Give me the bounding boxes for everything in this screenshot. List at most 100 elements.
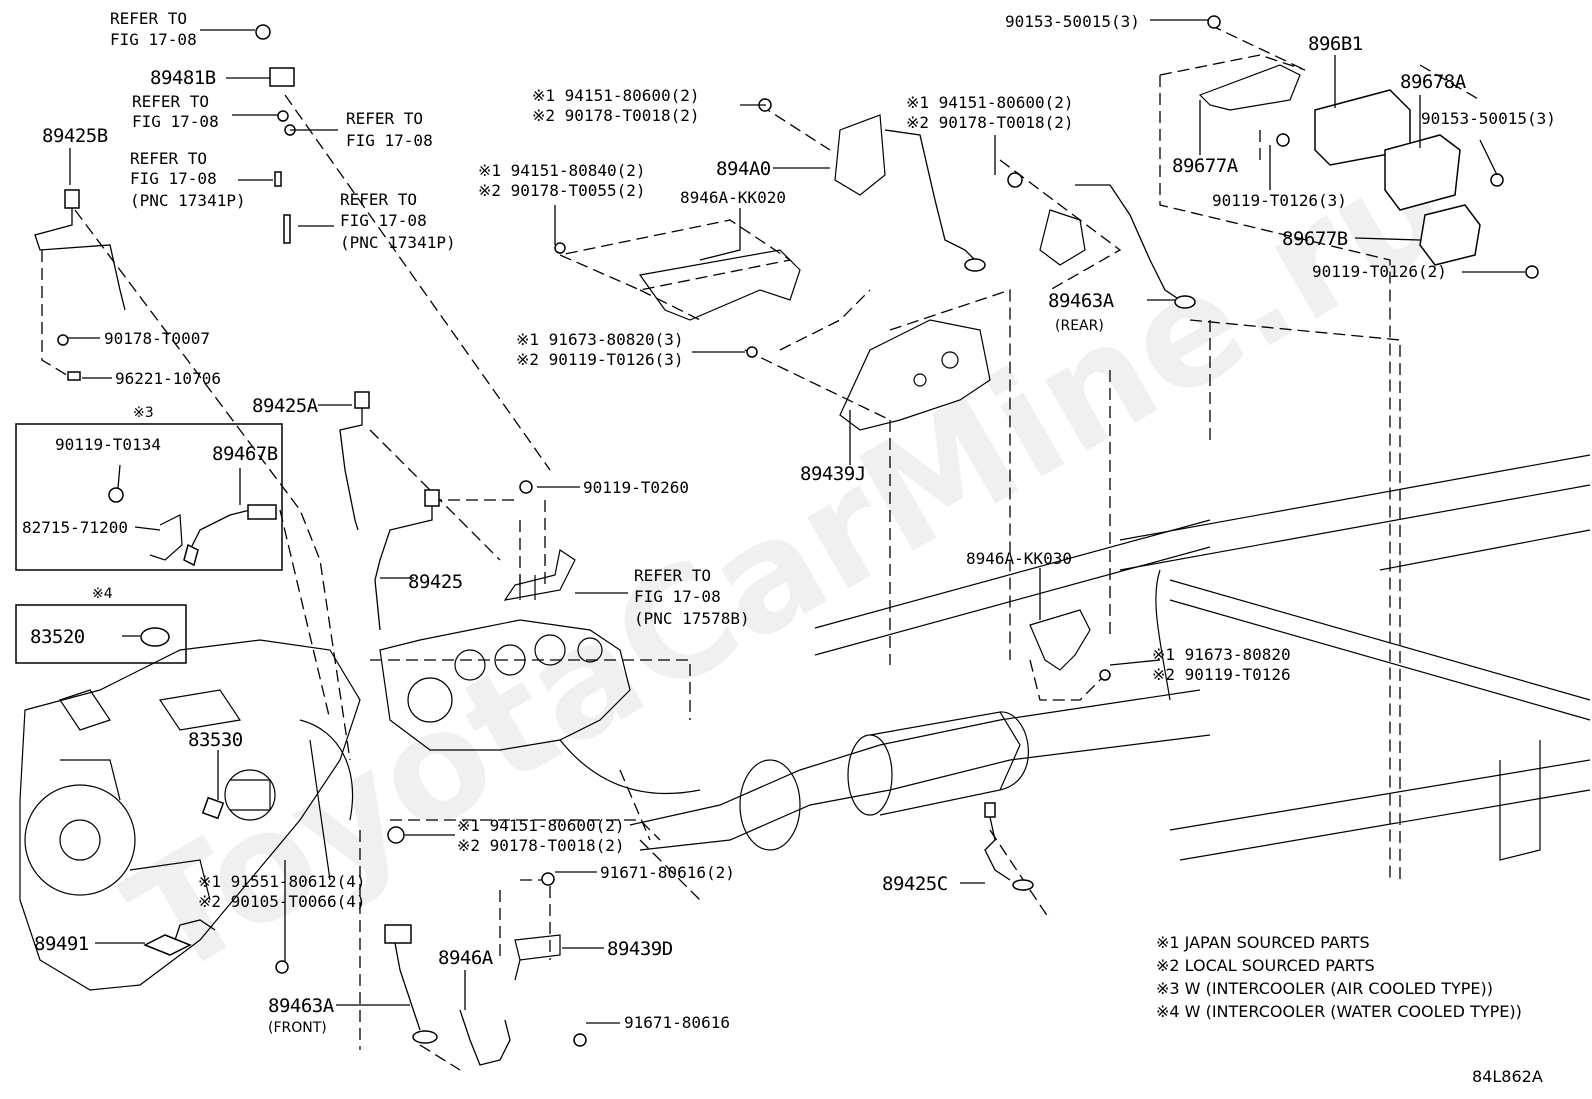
note-2: ※2 LOCAL SOURCED PARTS xyxy=(1156,956,1375,975)
sensor-89425B-icon xyxy=(64,189,80,209)
part-label-83530: 83530 xyxy=(188,729,243,751)
sourcing-pair-labels: ※1 94151-80600(2) ※2 90178-T0018(2) ※1 9… xyxy=(198,86,1291,911)
cover-89677B-icon xyxy=(1419,204,1481,266)
inset-4-tag: ※4 xyxy=(92,586,113,602)
pair-label-g2: ※2 90105-T0066(4) xyxy=(198,892,366,911)
heat-insulator-8946A-KK020-icon xyxy=(638,249,801,321)
refer-label: REFER TO xyxy=(110,9,187,28)
part-label-91671-80616-2: 91671-80616(2) xyxy=(600,863,735,882)
refer-fig-label: FIG 17-08 xyxy=(346,131,433,150)
sensor-89425-icon xyxy=(424,489,440,507)
sensor-89463A-front-icon xyxy=(384,924,412,944)
diagram-code: 84L862A xyxy=(1472,1067,1543,1086)
sensor-89425A-icon xyxy=(354,391,370,409)
part-label-894A0: 894A0 xyxy=(716,158,771,180)
refer-fig-label: FIG 17-08 xyxy=(130,169,217,188)
part-label-89425A: 89425A xyxy=(252,395,319,417)
part-label-89439D: 89439D xyxy=(607,938,673,960)
note-1: ※1 JAPAN SOURCED PARTS xyxy=(1156,933,1370,952)
sensor-83520-icon xyxy=(140,627,170,647)
refer-fig-label: FIG 17-08 xyxy=(132,112,219,131)
pair-label-c2: ※2 90178-T0055(2) xyxy=(478,181,646,200)
part-labels: 89481B 89425B 90178-T0007 96221-10706 89… xyxy=(34,12,1556,1036)
part-label-89425: 89425 xyxy=(408,571,463,593)
refer-pnc-label: (PNC 17341P) xyxy=(340,233,456,252)
part-label-89425C: 89425C xyxy=(882,873,948,895)
refer-pnc-label: (PNC 17578B) xyxy=(634,609,750,628)
pair-label-c1: ※1 94151-80840(2) xyxy=(478,161,646,180)
bracket-89439J-icon xyxy=(839,319,991,431)
pair-label-e2: ※2 90119-T0126 xyxy=(1152,665,1291,684)
part-label-8946A-KK030: 8946A-KK030 xyxy=(966,549,1072,568)
refer-fig-label: FIG 17-08 xyxy=(110,30,197,49)
pair-label-g1: ※1 91551-80612(4) xyxy=(198,872,366,891)
pair-label-a1: ※1 94151-80600(2) xyxy=(532,86,700,105)
bolt-icon xyxy=(255,24,271,40)
legend-notes: ※1 JAPAN SOURCED PARTS ※2 LOCAL SOURCED … xyxy=(1156,933,1522,1021)
pair-label-d1: ※1 91673-80820(3) xyxy=(516,330,684,349)
refer-to-labels: REFER TO FIG 17-08 REFER TO FIG 17-08 RE… xyxy=(110,9,750,628)
part-shapes xyxy=(34,15,1539,1066)
refer-label: REFER TO xyxy=(346,109,423,128)
note-3: ※3 W (INTERCOOLER (AIR COOLED TYPE)) xyxy=(1156,979,1493,998)
part-label-90119-T0134: 90119-T0134 xyxy=(55,435,161,454)
exhaust-pipe xyxy=(629,689,1211,851)
leader-lines xyxy=(68,19,1525,1024)
pair-label-b1: ※1 94151-80600(2) xyxy=(906,93,1074,112)
refer-label: REFER TO xyxy=(132,92,209,111)
chassis-frame xyxy=(814,454,1591,861)
part-label-8946A: 8946A xyxy=(438,947,494,969)
pair-label-e1: ※1 91673-80820 xyxy=(1152,645,1291,664)
sensor-89481B-icon xyxy=(269,67,295,87)
bracket-894A0-icon xyxy=(834,114,886,196)
part-label-90119-T0260: 90119-T0260 xyxy=(583,478,689,497)
refer-label: REFER TO xyxy=(340,190,417,209)
part-label-89439J: 89439J xyxy=(800,463,866,485)
part-label-96221-10706: 96221-10706 xyxy=(115,369,221,388)
rear-label: (REAR) xyxy=(1055,318,1104,334)
part-label-89481B: 89481B xyxy=(150,67,216,89)
part-label-8946A-KK020: 8946A-KK020 xyxy=(680,188,786,207)
part-label-89467B: 89467B xyxy=(212,443,278,465)
sensor-89425C-icon xyxy=(984,802,996,818)
inset-3-tag: ※3 xyxy=(133,405,154,421)
note-4: ※4 W (INTERCOOLER (WATER COOLED TYPE)) xyxy=(1156,1002,1522,1021)
part-label-90119-T0126-3: 90119-T0126(3) xyxy=(1212,191,1347,210)
part-label-90178-T0007: 90178-T0007 xyxy=(104,329,210,348)
pair-label-a2: ※2 90178-T0018(2) xyxy=(532,106,700,125)
part-label-90153-50015-right: 90153-50015(3) xyxy=(1421,109,1556,128)
sensor-89467B-icon xyxy=(247,504,277,520)
part-label-89463A-front: 89463A xyxy=(268,995,335,1017)
refer-fig-label: FIG 17-08 xyxy=(634,587,721,606)
inset-box-4 xyxy=(15,604,187,664)
pair-label-b2: ※2 90178-T0018(2) xyxy=(906,113,1074,132)
refer-label: REFER TO xyxy=(634,566,711,585)
part-label-89678A: 89678A xyxy=(1400,71,1467,93)
bracket-82715-71200-icon xyxy=(149,514,183,561)
pair-label-d2: ※2 90119-T0126(3) xyxy=(516,350,684,369)
sensor-89463A-rear-icon xyxy=(1174,295,1196,309)
front-label: (FRONT) xyxy=(268,1020,327,1036)
part-label-82715-71200: 82715-71200 xyxy=(22,518,128,537)
engine-block xyxy=(19,619,701,991)
part-label-83520: 83520 xyxy=(30,626,85,648)
bracket-89678A-icon xyxy=(1384,134,1461,211)
part-label-89463A-rear: 89463A xyxy=(1048,290,1115,312)
part-label-89677A: 89677A xyxy=(1172,155,1239,177)
part-label-89425B: 89425B xyxy=(42,125,108,147)
part-label-896B1: 896B1 xyxy=(1308,33,1363,55)
sensor-83530-icon xyxy=(201,796,225,820)
bracket-89439D-icon xyxy=(514,934,561,961)
refer-fig-label: FIG 17-08 xyxy=(340,211,427,230)
part-label-90119-T0126-2: 90119-T0126(2) xyxy=(1312,262,1447,281)
refer-label: REFER TO xyxy=(130,149,207,168)
part-label-89491: 89491 xyxy=(34,933,89,955)
inset-box-3 xyxy=(15,423,283,571)
refer-pnc-label: (PNC 17341P) xyxy=(130,191,246,210)
bracket-8946A-KK030-icon xyxy=(1029,609,1091,671)
sensor-89491-icon xyxy=(143,934,192,956)
bracket-89677A-icon xyxy=(1198,64,1301,111)
pair-label-f2: ※2 90178-T0018(2) xyxy=(457,836,625,855)
part-label-89677B: 89677B xyxy=(1282,228,1348,250)
